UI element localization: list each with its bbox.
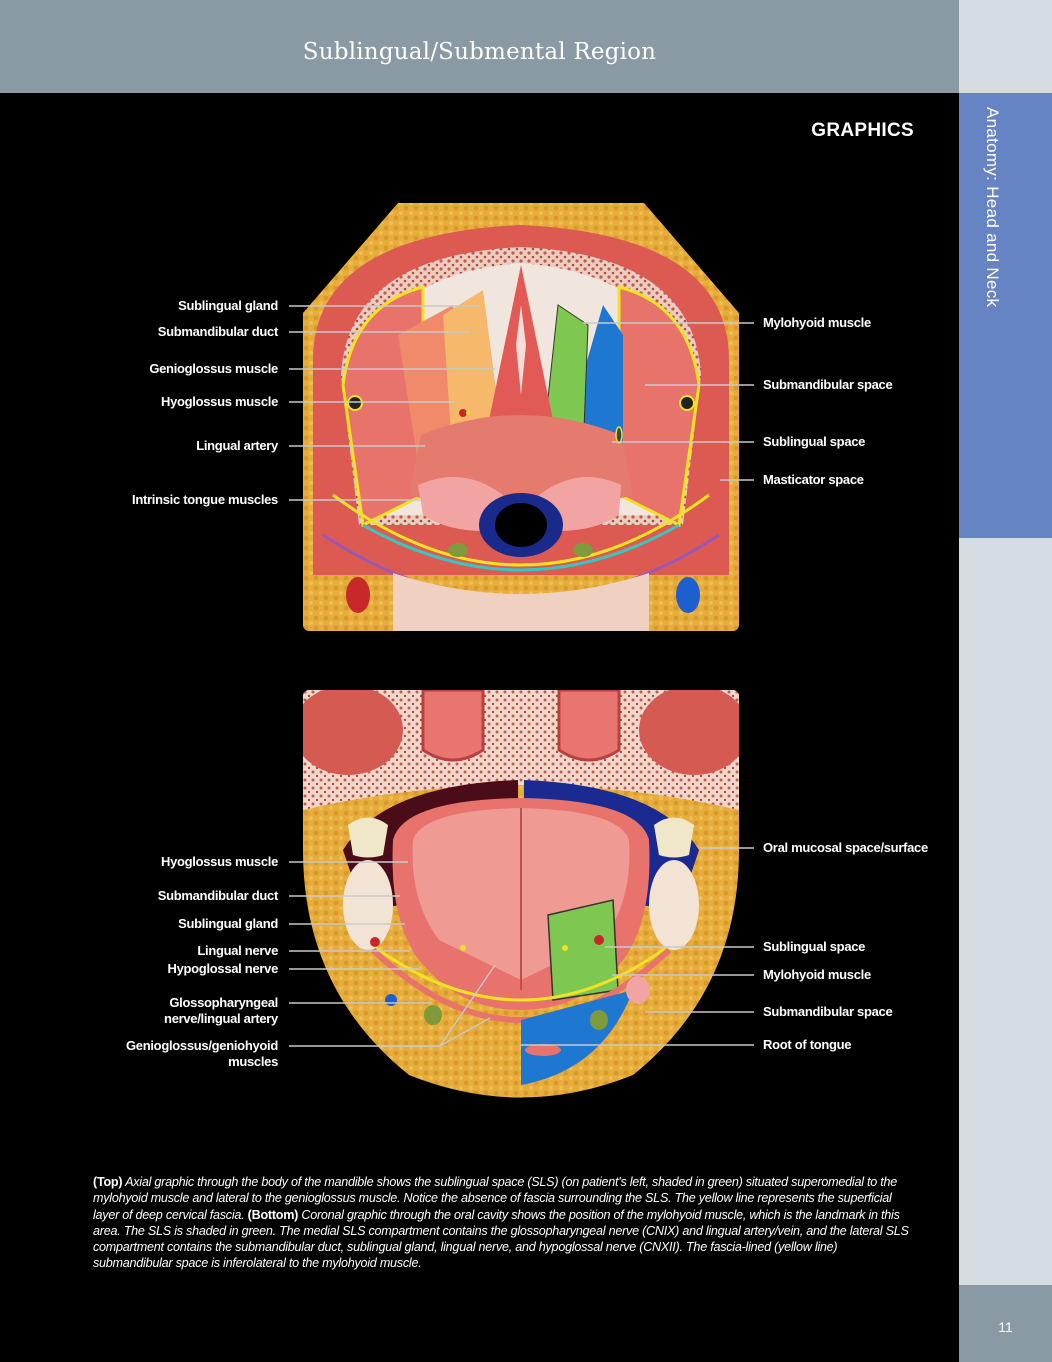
- label-lingual-nerve-bottom: Lingual nerve: [197, 943, 278, 958]
- sidebar: Anatomy: Head and Neck 11: [959, 0, 1052, 1362]
- label-submandibular-space-top: Submandibular space: [763, 377, 893, 392]
- label-hyoglossus-muscle-bottom: Hyoglossus muscle: [161, 854, 278, 869]
- axial-anatomy-illustration: [303, 195, 739, 631]
- caption-top-tag: (Top): [93, 1175, 123, 1189]
- label-lingual-artery-top: Lingual artery: [196, 438, 278, 453]
- chapter-tab[interactable]: Anatomy: Head and Neck: [959, 93, 1052, 538]
- label-submandibular-duct-top: Submandibular duct: [157, 324, 279, 339]
- label-genioglossus-muscle-top: Genioglossus muscle: [149, 361, 278, 376]
- page-header: Sublingual/Submental Region: [0, 0, 959, 93]
- label-hyoglossus-muscle-top: Hyoglossus muscle: [161, 394, 278, 409]
- page-footer-box: 11: [959, 1285, 1052, 1362]
- chapter-tab-label: Anatomy: Head and Neck: [983, 107, 1002, 308]
- label-sublingual-space-bottom: Sublingual space: [763, 939, 866, 954]
- label-glossopharyngeal-line-1: Glossopharyngeal: [169, 995, 278, 1010]
- coronal-anatomy-illustration: [303, 690, 739, 1126]
- label-sublingual-space-top: Sublingual space: [763, 434, 866, 449]
- label-mylohyoid-muscle-top: Mylohyoid muscle: [763, 315, 871, 330]
- label-root-of-tongue-bottom: Root of tongue: [763, 1037, 852, 1052]
- label-sublingual-gland-top: Sublingual gland: [178, 298, 278, 313]
- label-mylohyoid-muscle-bottom: Mylohyoid muscle: [763, 967, 871, 982]
- label-sublingual-gland-bottom: Sublingual gland: [178, 916, 278, 931]
- label-oral-mucosal-space-bottom: Oral mucosal space/surface: [763, 840, 928, 855]
- label-genioglossus-geniohyoid-bottom: Genioglossus/geniohyoid muscles: [126, 1038, 278, 1070]
- label-genioglossus-line-1: Genioglossus/geniohyoid: [125, 1038, 278, 1053]
- label-submandibular-space-bottom: Submandibular space: [763, 1004, 893, 1019]
- figure-caption: (Top) Axial graphic through the body of …: [93, 1174, 913, 1272]
- section-title: GRAPHICS: [811, 120, 914, 141]
- caption-bottom-tag: (Bottom): [247, 1207, 299, 1222]
- caption-bottom-text: Coronal graphic through the oral cavity …: [93, 1207, 909, 1271]
- page-number: 11: [998, 1319, 1013, 1335]
- label-intrinsic-tongue-muscles-top: Intrinsic tongue muscles: [132, 492, 278, 507]
- caption-top-text: Axial graphic through the body of the ma…: [93, 1175, 898, 1222]
- label-masticator-space-top: Masticator space: [763, 472, 864, 487]
- label-submandibular-duct-bottom: Submandibular duct: [157, 888, 279, 903]
- label-genioglossus-line-2: muscles: [228, 1054, 278, 1069]
- label-glossopharyngeal-nerve-bottom: Glossopharyngeal nerve/lingual artery: [164, 995, 278, 1027]
- label-glossopharyngeal-line-2: nerve/lingual artery: [164, 1011, 278, 1026]
- label-hypoglossal-nerve-bottom: Hypoglossal nerve: [167, 961, 279, 976]
- page-title: Sublingual/Submental Region: [302, 39, 657, 65]
